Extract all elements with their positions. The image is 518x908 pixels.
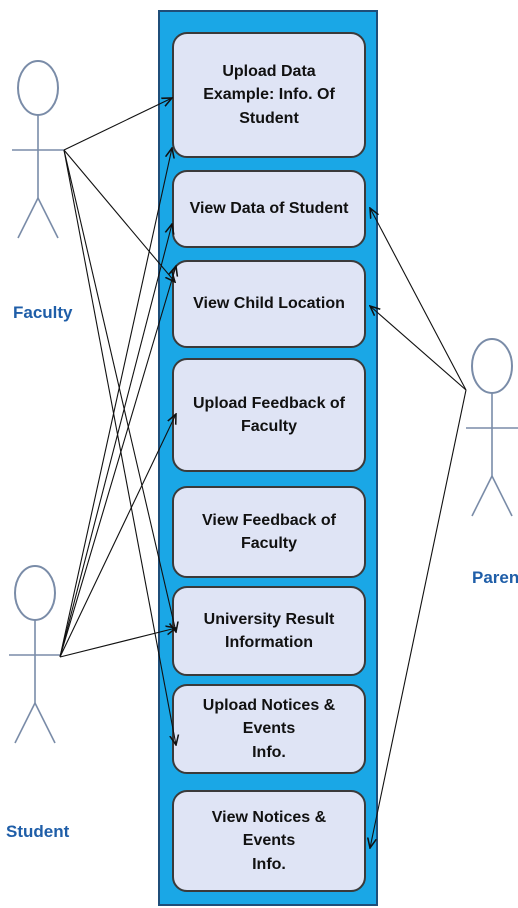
actor-head-faculty bbox=[17, 60, 59, 116]
actor-label-faculty: Faculty bbox=[13, 303, 73, 322]
usecase-view-feedback: View Feedback of Faculty bbox=[172, 486, 366, 578]
association-student-uc4 bbox=[59, 414, 176, 658]
association-parent-uc8 bbox=[370, 389, 467, 848]
actor-leg-right-student bbox=[34, 702, 56, 744]
association-student-uc2 bbox=[59, 224, 172, 658]
actor-leg-right-parent bbox=[491, 475, 513, 517]
usecase-view-child-location: View Child Location bbox=[172, 260, 366, 348]
usecase-view-data-of-student: View Data of Student bbox=[172, 170, 366, 248]
actor-head-parent bbox=[471, 338, 513, 394]
actor-label-student: Student bbox=[6, 822, 70, 841]
usecase-upload-data: Upload Data Example: Info. Of Student bbox=[172, 32, 366, 158]
association-parent-uc2 bbox=[370, 208, 467, 391]
usecase-upload-feedback: Upload Feedback of Faculty bbox=[172, 358, 366, 472]
association-parent-uc3 bbox=[370, 306, 467, 391]
association-faculty-uc3 bbox=[63, 149, 175, 282]
actor-leg-right-faculty bbox=[37, 197, 59, 239]
actor-leg-left-student bbox=[14, 702, 36, 744]
actor-head-student bbox=[14, 565, 56, 621]
actor-label-parent: Parent bbox=[472, 568, 518, 587]
association-faculty-uc7 bbox=[63, 149, 176, 745]
association-student-uc1 bbox=[59, 148, 172, 658]
association-faculty-uc1 bbox=[63, 98, 172, 151]
actor-leg-left-faculty bbox=[17, 197, 39, 239]
actor-leg-left-parent bbox=[471, 475, 493, 517]
usecase-view-notices: View Notices & Events Info. bbox=[172, 790, 366, 892]
association-faculty-uc6 bbox=[63, 149, 176, 632]
usecase-university-result: University Result Information bbox=[172, 586, 366, 676]
association-student-uc6 bbox=[59, 628, 176, 658]
association-student-uc3 bbox=[59, 266, 176, 658]
